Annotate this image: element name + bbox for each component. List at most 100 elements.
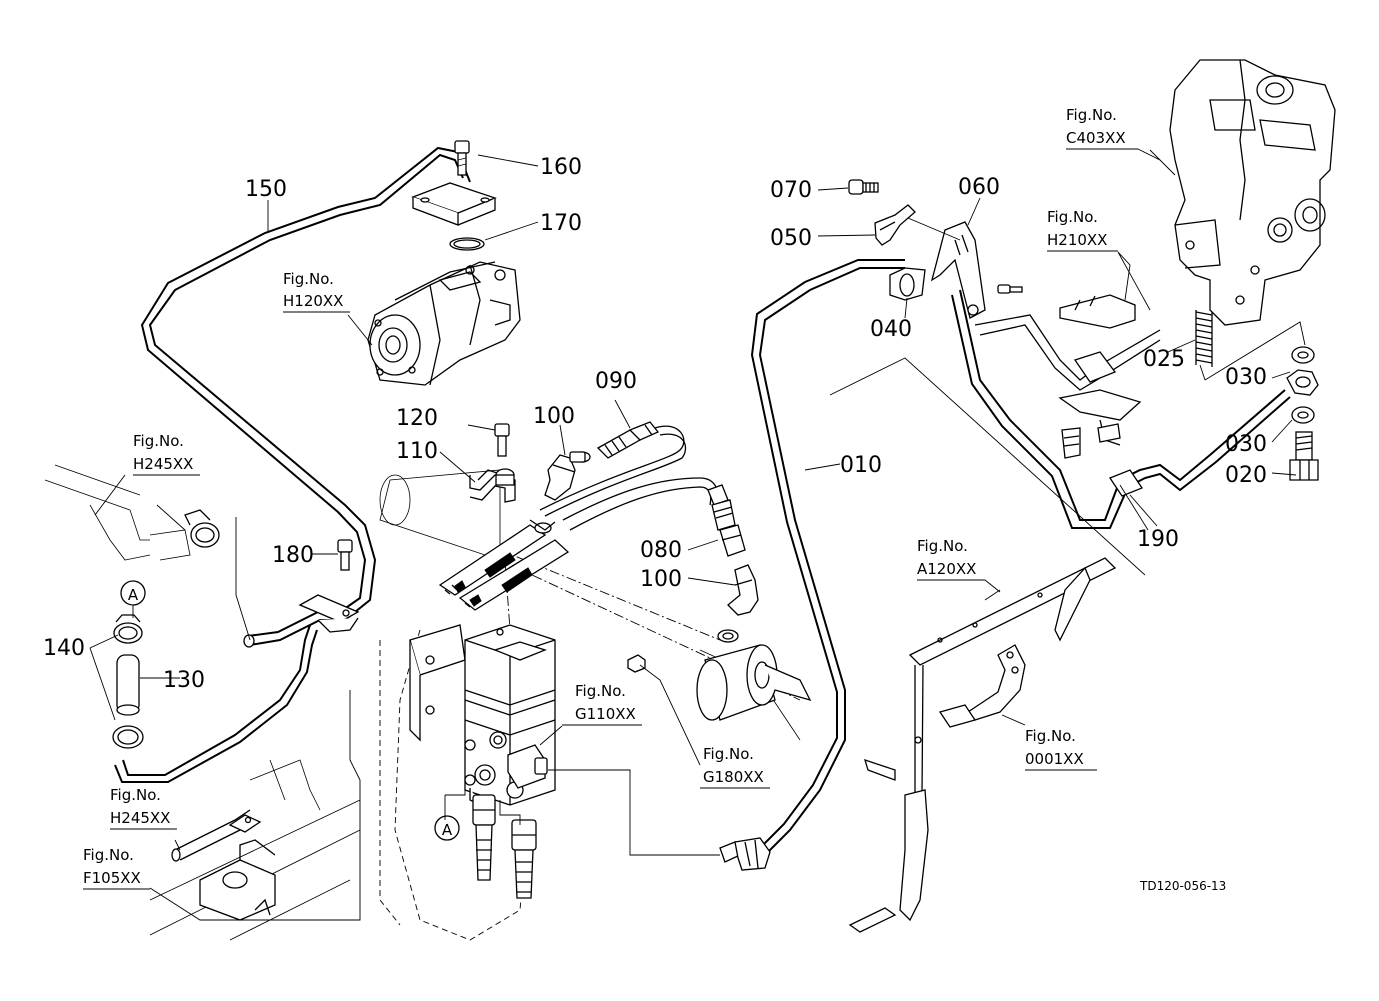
connection-marker-a-top: A	[120, 580, 146, 618]
fitting-090	[596, 421, 660, 459]
fig-label: Fig.No.	[133, 432, 184, 450]
callout-010: 010	[840, 453, 882, 478]
callout-050: 050	[770, 226, 812, 251]
pipe-clamp-040	[889, 267, 926, 301]
drawing-code: TD120-056-13	[1139, 879, 1226, 893]
quick-coupler-left	[472, 794, 496, 881]
bracket-clamp-bottom-left	[228, 814, 262, 833]
collar-110	[495, 468, 515, 486]
fig-number-h210: H210XX	[1047, 231, 1107, 249]
connection-marker-a-bottom-label: A	[442, 821, 453, 839]
fig-label: Fig.No.	[703, 745, 754, 763]
bolt-120	[494, 423, 510, 457]
o-ring-170	[449, 237, 485, 251]
fig-label: Fig.No.	[575, 682, 626, 700]
fig-label: Fig.No.	[917, 537, 968, 555]
figure-reference-g110: Fig.No. G110XX	[562, 682, 642, 726]
pipe-010	[719, 259, 905, 871]
fig-number-h245-top: H245XX	[133, 455, 193, 473]
hydraulic-cylinder	[696, 644, 812, 721]
fig-number-c403: C403XX	[1066, 129, 1126, 147]
fig-label: Fig.No.	[1025, 727, 1076, 745]
figure-reference-g180: Fig.No. G180XX	[700, 745, 770, 789]
callout-130: 130	[163, 668, 205, 693]
fig-number-g180: G180XX	[703, 768, 764, 786]
elbow-fitting-100-bottom	[717, 564, 759, 643]
fig-label: Fig.No.	[110, 786, 161, 804]
fig-label: Fig.No.	[83, 846, 134, 864]
banjo-bolt-020	[1289, 431, 1319, 481]
hose-090-to-080	[539, 425, 720, 531]
bolt-180	[337, 539, 353, 571]
frame-a120	[829, 357, 1146, 933]
fig-number-h245-bottom: H245XX	[110, 809, 170, 827]
clip-050	[874, 204, 916, 246]
bracket-0001	[938, 644, 1026, 728]
hose-clamp-140-bottom	[112, 725, 144, 749]
callout-030-bottom: 030	[1225, 432, 1267, 457]
hose-pair-center	[438, 519, 570, 611]
callout-110: 110	[396, 439, 438, 464]
callout-numbers: 150 160 170 180 130 140 120 110 100 090 …	[43, 155, 1267, 693]
hose-clamp-upper	[184, 509, 220, 548]
elbow-fitting-100-top	[544, 451, 591, 501]
callout-030-top: 030	[1225, 365, 1267, 390]
fig-number-h120: H120XX	[283, 292, 343, 310]
frame-bracket-bottom-left	[199, 839, 276, 921]
valve-connection-lines	[444, 769, 720, 856]
callout-100-bottom: 100	[640, 567, 682, 592]
callout-025: 025	[1143, 347, 1185, 372]
washer-030-top	[1291, 346, 1315, 364]
figure-reference-a120: Fig.No. A120XX	[917, 537, 1001, 593]
fitting-080	[707, 484, 746, 557]
callout-180: 180	[272, 543, 314, 568]
quick-coupler-right	[511, 819, 537, 899]
bolt-160	[454, 140, 470, 176]
connection-marker-a-bottom: A	[434, 815, 460, 841]
hydraulic-housing-c403	[1169, 59, 1336, 326]
small-clip-g180	[627, 654, 646, 673]
callout-040: 040	[870, 317, 912, 342]
banjo-fitting	[1286, 369, 1319, 396]
figure-reference-f105: Fig.No. F105XX	[83, 846, 150, 890]
callout-190: 190	[1137, 527, 1179, 552]
connection-marker-a-top-label: A	[128, 586, 139, 604]
hydraulic-pump	[367, 261, 521, 386]
leader-frame-025-030	[1199, 321, 1306, 381]
context-outline-frame-bottom-left	[149, 759, 361, 941]
callout-020: 020	[1225, 463, 1267, 488]
fig-number-0001: 0001XX	[1025, 750, 1084, 768]
fig-number-a120: A120XX	[917, 560, 976, 578]
pipe-190-dashed-segment	[974, 314, 1161, 391]
hose-clamp-140-top	[113, 614, 143, 644]
control-valve-block	[409, 624, 556, 806]
figure-reference-c403: Fig.No. C403XX	[1066, 106, 1161, 161]
figure-reference-h245-bottom: Fig.No. H245XX	[110, 786, 177, 830]
figure-reference-0001: Fig.No. 0001XX	[1025, 727, 1097, 771]
bracket-assembly-h210	[1058, 294, 1142, 459]
callout-leader-lines	[89, 149, 1297, 921]
small-bolt-near-060	[997, 284, 1023, 294]
clamp-bracket	[298, 594, 360, 633]
callout-100-top: 100	[533, 404, 575, 429]
flange-plate	[411, 182, 497, 226]
fig-number-g110: G110XX	[575, 705, 636, 723]
callout-060: 060	[958, 175, 1000, 200]
context-outline-transmission-top-left	[44, 464, 191, 561]
fig-label: Fig.No.	[283, 270, 334, 288]
bolt-070	[848, 179, 879, 195]
callout-160: 160	[540, 155, 582, 180]
pipe-150	[140, 146, 471, 648]
figure-reference-h120: Fig.No. H120XX	[283, 270, 350, 313]
callout-080: 080	[640, 538, 682, 563]
callout-170: 170	[540, 211, 582, 236]
fig-number-f105: F105XX	[83, 869, 141, 887]
figure-reference-h210: Fig.No. H210XX	[1047, 208, 1118, 252]
callout-140: 140	[43, 636, 85, 661]
spring-025	[1195, 310, 1213, 367]
callout-070: 070	[770, 178, 812, 203]
callout-120: 120	[396, 406, 438, 431]
figure-reference-h245-top: Fig.No. H245XX	[94, 432, 200, 516]
fig-label: Fig.No.	[1066, 106, 1117, 124]
